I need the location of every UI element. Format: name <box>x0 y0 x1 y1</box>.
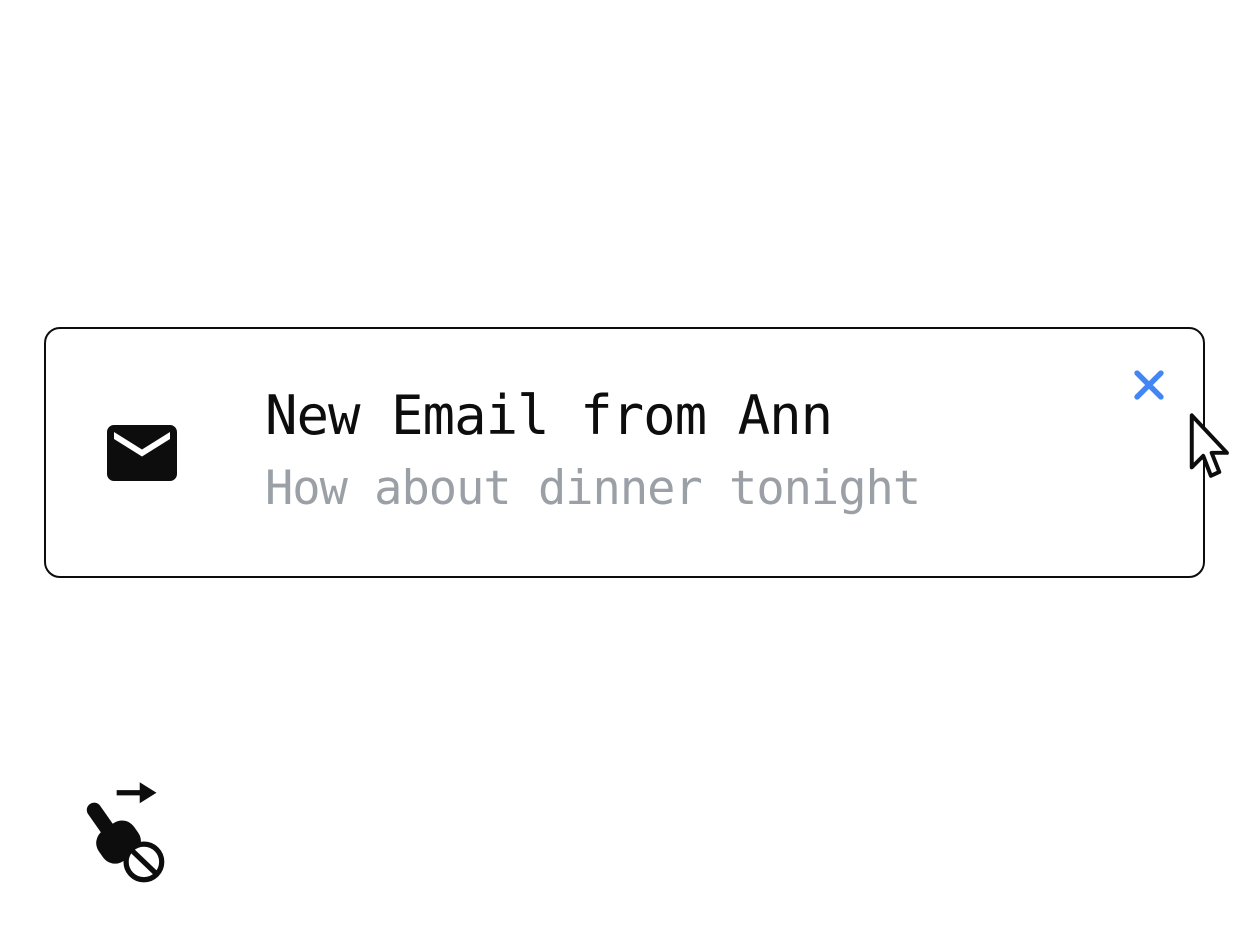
cursor-arrow-icon <box>1178 412 1230 486</box>
close-button[interactable] <box>1123 359 1175 411</box>
notification-title: New Email from Ann <box>265 384 833 447</box>
swipe-right-disabled-icon <box>76 776 172 886</box>
blocked-icon <box>123 841 165 883</box>
notification-subtitle: How about dinner tonight <box>265 461 921 516</box>
close-icon <box>1134 370 1164 400</box>
email-icon <box>100 411 184 495</box>
notification-card[interactable]: New Email from Ann How about dinner toni… <box>44 327 1205 578</box>
arrow-right-icon <box>116 782 157 804</box>
notification-text-block: New Email from Ann How about dinner toni… <box>265 384 921 516</box>
